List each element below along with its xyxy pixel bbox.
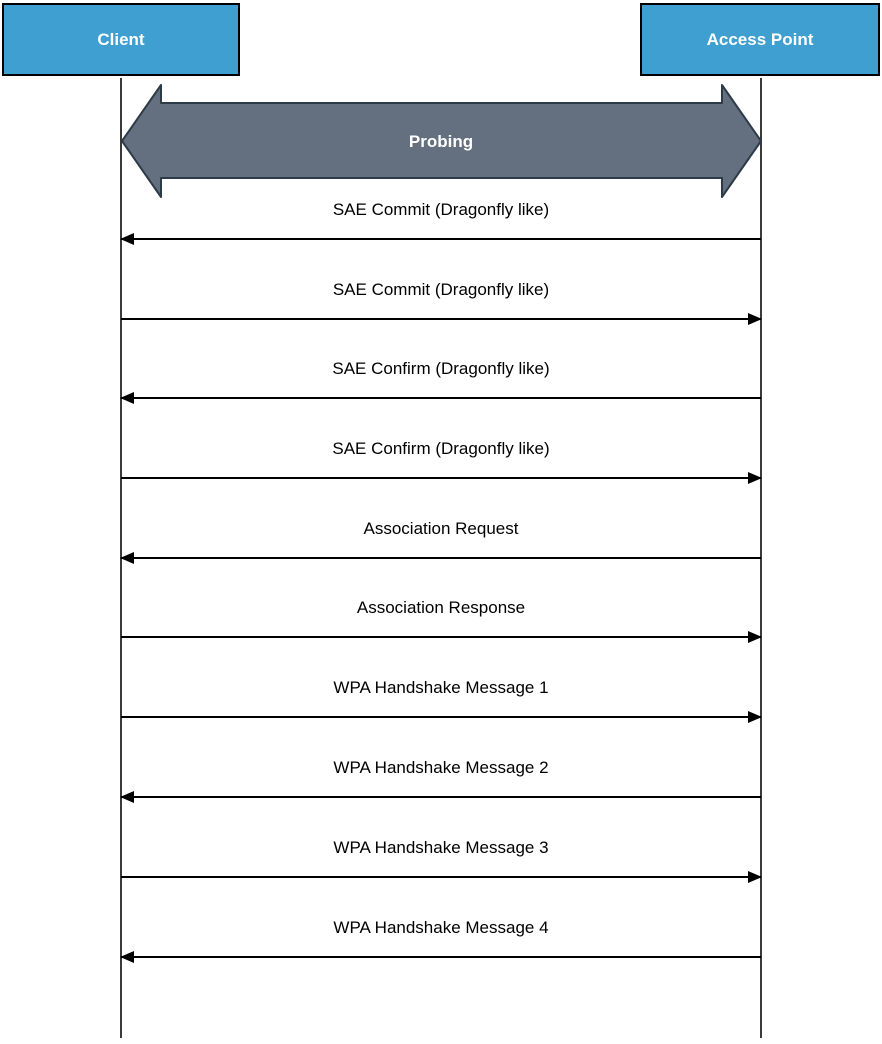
message-row: Association Request (120, 517, 761, 573)
message-row: WPA Handshake Message 4 (120, 916, 761, 972)
arrowhead-icon (120, 951, 134, 963)
probing-label: Probing (408, 132, 474, 151)
message-row: SAE Commit (Dragonfly like) (121, 278, 762, 334)
message-label: WPA Handshake Message 1 (333, 678, 549, 697)
message-arrow-line (121, 472, 762, 484)
client-actor-box: Client (2, 3, 240, 76)
message-arrow-line (120, 951, 761, 963)
access-point-actor-label: Access Point (706, 29, 814, 49)
access-point-actor-box: Access Point (640, 3, 880, 76)
message-arrow-line (121, 711, 762, 723)
message-row: WPA Handshake Message 2 (120, 756, 761, 812)
message-arrow-line (120, 552, 761, 564)
message-label: Association Request (363, 519, 519, 538)
message-arrow-line (120, 791, 761, 803)
message-row: WPA Handshake Message 1 (121, 676, 762, 732)
arrowhead-icon (120, 552, 134, 564)
probing-double-arrow-icon (121, 84, 762, 198)
message-label: SAE Commit (Dragonfly like) (332, 200, 550, 219)
access-point-lifeline (760, 78, 762, 1038)
arrowhead-icon (120, 791, 134, 803)
message-row: SAE Confirm (Dragonfly like) (120, 357, 761, 413)
message-row: Association Response (121, 596, 762, 652)
message-row: SAE Confirm (Dragonfly like) (121, 437, 762, 493)
message-arrow-line (121, 313, 762, 325)
client-actor-label: Client (97, 29, 145, 49)
message-label: SAE Commit (Dragonfly like) (332, 280, 550, 299)
message-label: SAE Confirm (Dragonfly like) (332, 439, 550, 458)
message-arrow-line (120, 392, 761, 404)
message-arrow-line (121, 631, 762, 643)
arrowhead-icon (748, 631, 762, 643)
arrowhead-icon (120, 392, 134, 404)
message-label: WPA Handshake Message 2 (333, 758, 549, 777)
message-label: Association Response (356, 598, 526, 617)
message-row: WPA Handshake Message 3 (121, 836, 762, 892)
message-label: SAE Confirm (Dragonfly like) (332, 359, 550, 378)
message-row: SAE Commit (Dragonfly like) (120, 198, 761, 254)
message-arrow-line (120, 233, 761, 245)
message-label: WPA Handshake Message 4 (333, 918, 549, 937)
arrowhead-icon (748, 472, 762, 484)
arrowhead-icon (748, 871, 762, 883)
arrowhead-icon (748, 313, 762, 325)
message-arrow-line (121, 871, 762, 883)
arrowhead-icon (748, 711, 762, 723)
message-label: WPA Handshake Message 3 (333, 838, 549, 857)
arrowhead-icon (120, 233, 134, 245)
